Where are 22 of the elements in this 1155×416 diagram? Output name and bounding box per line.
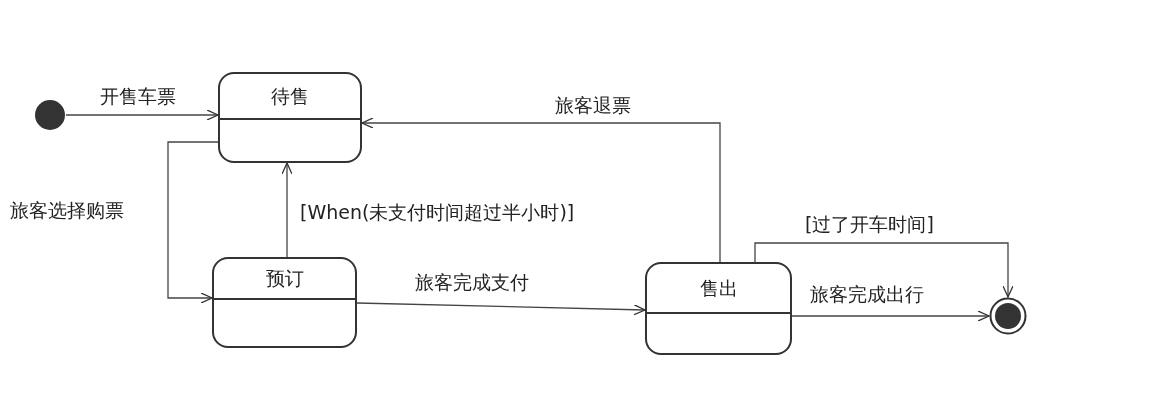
state-name: 待售	[270, 84, 310, 109]
transition-arrow	[791, 310, 990, 322]
transition-arrow	[754, 242, 1014, 298]
edge-label: 旅客完成出行	[810, 282, 924, 306]
state-name: 预订	[264, 266, 305, 291]
transition-arrow	[281, 162, 293, 258]
transition-arrow	[356, 302, 646, 316]
edge-label: [When(未支付时间超过半小时)]	[300, 200, 575, 224]
state-name: 售出	[698, 276, 739, 301]
edge-label: [过了开车时间]	[805, 212, 934, 236]
state-box	[645, 262, 792, 355]
edge-label: 旅客选择购票	[10, 198, 124, 222]
edge-label: 旅客退票	[555, 93, 631, 117]
initial-state-dot	[34, 99, 66, 131]
transition-arrow	[167, 141, 219, 304]
transition-arrow	[65, 109, 219, 121]
final-state-symbol	[989, 297, 1027, 335]
edge-label: 开售车票	[100, 84, 176, 108]
edge-label: 旅客完成支付	[415, 270, 529, 294]
state-box	[212, 257, 357, 348]
state-box	[218, 72, 362, 163]
transition-arrow	[361, 117, 721, 263]
